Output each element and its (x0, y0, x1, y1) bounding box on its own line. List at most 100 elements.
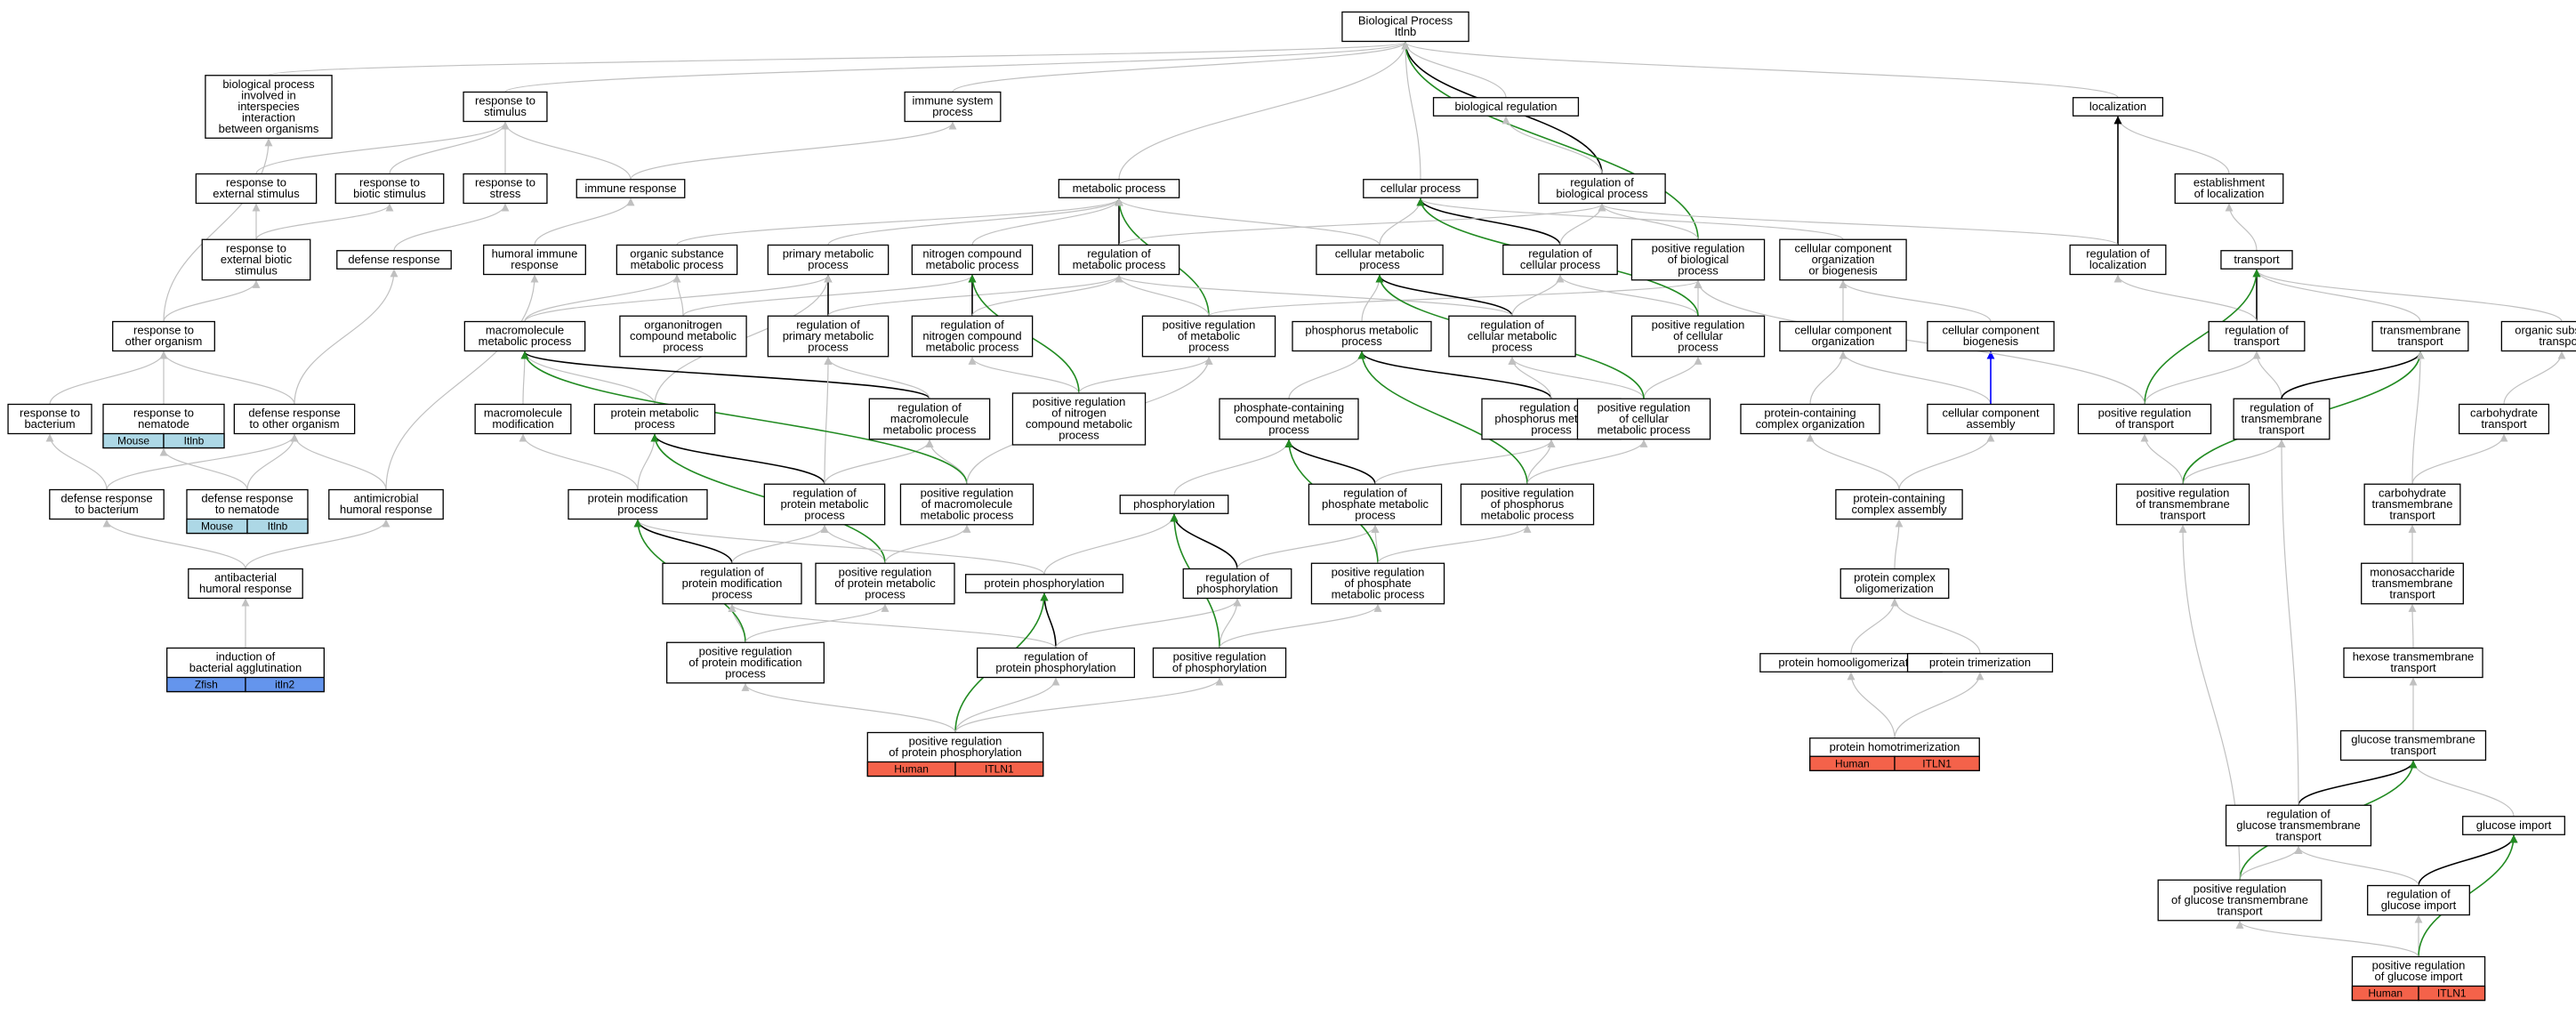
go-term-node-bio_reg[interactable]: biological regulation (1432, 97, 1580, 117)
go-term-node-metabolic[interactable]: metabolic process (1058, 179, 1180, 198)
node-box (977, 647, 1136, 679)
go-term-node-glucose_import[interactable]: glucose import (2462, 816, 2565, 835)
go-term-node-phosphorylation[interactable]: phosphorylation (1119, 495, 1229, 514)
species-badge-cell (163, 432, 225, 449)
edge-prot_complex_olig-to-prot_complex_asm (1894, 519, 1904, 569)
go-term-node-transport[interactable]: transport (2220, 250, 2293, 270)
node-box (201, 238, 311, 281)
node-box (911, 244, 1034, 276)
go-term-node-localization[interactable]: localization (2072, 97, 2164, 117)
go-term-node-trimer[interactable]: protein trimerization (1906, 653, 2054, 673)
go-term-node-immune_resp[interactable]: immune response (576, 179, 686, 198)
go-term-node-prot_phos[interactable]: protein phosphorylation (965, 574, 1124, 593)
edge-nitrogen_met-to-metabolic (971, 197, 1123, 246)
go-term-node-homoolig[interactable]: protein homooligomerization (1759, 653, 1943, 673)
edge-estab_loc-to-localization (2113, 116, 2230, 174)
node-label-line: macromolecule (484, 407, 562, 420)
go-term-node-cellular[interactable]: cellular process (1363, 179, 1478, 198)
go-term-node-defense[interactable]: defense response (336, 250, 452, 270)
go-term-node-org_sub_transport[interactable]: organic substancetransport (2500, 320, 2576, 352)
